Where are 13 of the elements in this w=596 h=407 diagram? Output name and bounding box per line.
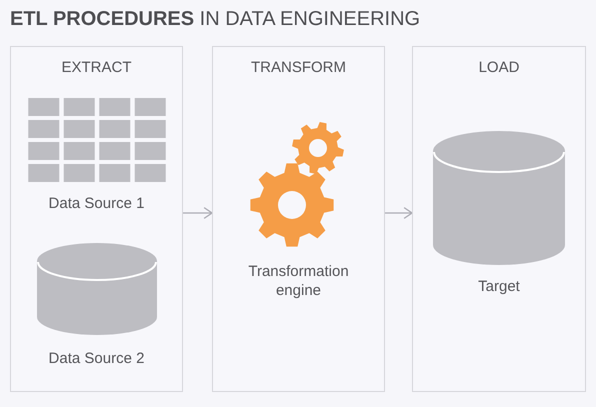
panel-heading: EXTRACT [61,58,132,77]
stage-panel [212,46,385,392]
diagram-title: ETL PROCEDURES IN DATA ENGINEERING [10,7,420,31]
node-label: Data Source 1 [48,194,146,213]
stage-panel [412,46,586,392]
node-label: Target [477,277,521,296]
stage-panel [10,46,183,392]
node-label: Transformation engine [247,262,350,300]
flow-arrow [183,206,213,220]
flow-arrow [385,206,413,220]
node-label: Data Source 2 [48,349,146,368]
panel-heading: LOAD [478,58,520,77]
panel-heading: TRANSFORM [251,58,346,77]
